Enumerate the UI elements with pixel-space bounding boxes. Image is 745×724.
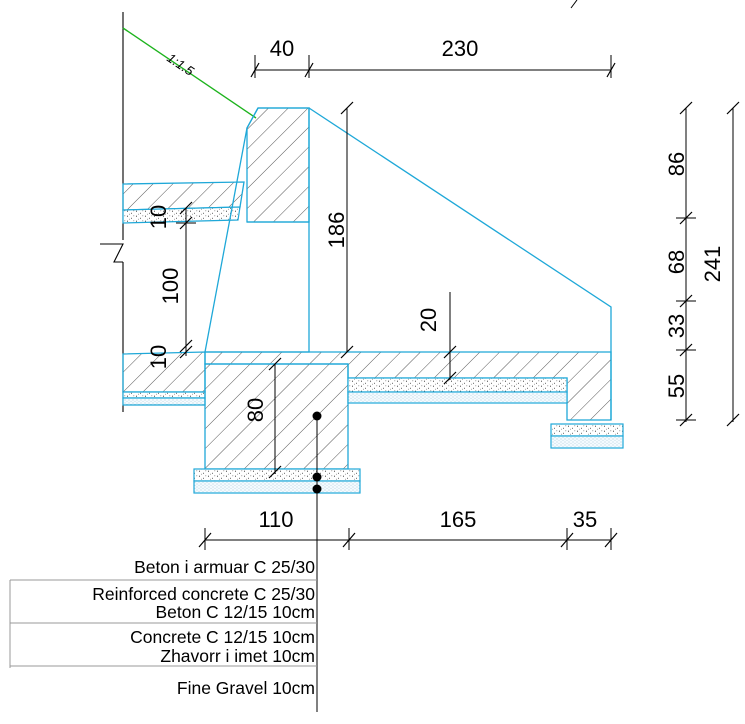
wall-stem — [246, 107, 310, 223]
right-dimension-line-parts — [676, 101, 696, 427]
stem-height-dimension — [340, 101, 354, 359]
dim-top-wall-width: 40 — [270, 36, 294, 61]
dim-top-slab-length: 230 — [442, 36, 479, 61]
footing-block — [204, 363, 349, 470]
dim-right-lower-a: 33 — [664, 314, 689, 338]
toe-fine-layer — [550, 435, 624, 449]
footing-height-dimension — [268, 357, 282, 479]
slab-thickness-dimension — [443, 292, 457, 385]
toe-gravel-layer — [550, 423, 624, 437]
dim-right-total: 241 — [700, 246, 725, 283]
legend-row-5: Fine Gravel 10cm — [177, 678, 315, 698]
footing-fine-layer — [193, 480, 361, 494]
material-leader — [312, 411, 322, 712]
bottom-dimension-line — [198, 528, 618, 550]
existing-ground — [100, 12, 124, 412]
slope-line — [122, 27, 257, 119]
dim-bottom-slab: 165 — [440, 507, 477, 532]
dim-right-lower-b: 55 — [664, 374, 689, 398]
dim-left-layer-top: 10 — [146, 205, 171, 229]
wall-stem-lower — [204, 107, 310, 353]
dim-bottom-toe: 35 — [573, 507, 597, 532]
dim-left-span: 100 — [158, 268, 183, 305]
dim-right-middle: 68 — [664, 250, 689, 274]
slab-gravel-layer — [347, 377, 568, 393]
right-total-dimension-line — [726, 101, 740, 427]
slab-fine-layer — [347, 391, 568, 404]
legend-row-3: Concrete C 12/15 10cm — [130, 627, 315, 647]
dim-footing-height: 80 — [243, 398, 268, 422]
corner-mark — [570, 0, 578, 9]
dim-stem-height: 186 — [324, 212, 349, 249]
dim-bottom-footing: 110 — [258, 507, 293, 532]
left-upper-layer — [122, 181, 245, 224]
legend-row-1: Reinforced concrete C 25/30 — [92, 584, 315, 604]
legend-row-2: Beton C 12/15 10cm — [155, 602, 315, 622]
material-legend: Beton i armuar C 25/30 Reinforced concre… — [9, 557, 317, 698]
legend-row-0: Beton i armuar C 25/30 — [134, 557, 315, 577]
left-dimension-line — [176, 201, 196, 359]
dim-left-layer-bottom: 10 — [146, 345, 171, 369]
dim-slab-thickness: 20 — [416, 308, 441, 332]
dim-right-upper: 86 — [664, 152, 689, 176]
legend-row-4: Zhavorr i imet 10cm — [160, 646, 315, 666]
top-dimension-line — [250, 55, 616, 78]
